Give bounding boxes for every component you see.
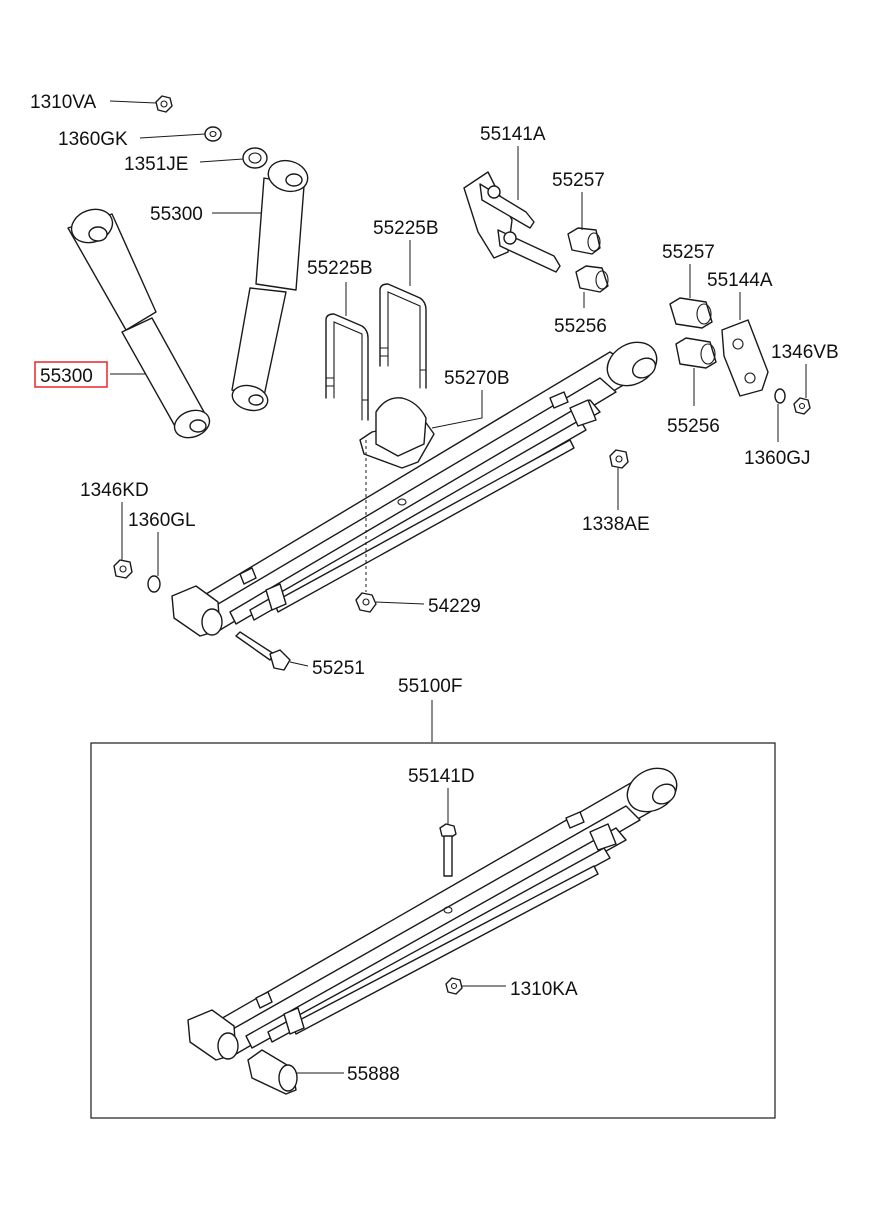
shock-absorber-right[interactable] (230, 156, 312, 414)
shock-absorber-left[interactable] (67, 204, 214, 443)
washer-1360GL[interactable] (147, 575, 161, 593)
washer-1360GK[interactable] (204, 126, 222, 142)
label-55256-a[interactable]: 55256 (554, 316, 607, 337)
washer-1351JE[interactable] (242, 147, 268, 169)
label-55251[interactable]: 55251 (312, 658, 365, 679)
label-55225B-b[interactable]: 55225B (373, 218, 439, 239)
leaf-spring-main[interactable] (171, 334, 665, 637)
label-1351JE[interactable]: 1351JE (124, 154, 188, 175)
shackle-plate-55144A[interactable] (721, 319, 769, 397)
nut-1310KA[interactable] (445, 977, 463, 995)
leader-lines (109, 100, 807, 742)
bushing-55257-a[interactable] (567, 227, 601, 255)
label-55888[interactable]: 55888 (347, 1064, 400, 1085)
label-1360GK[interactable]: 1360GK (58, 129, 128, 150)
leader-lines-box (296, 788, 506, 1074)
leaf-spring-assembly-55100F[interactable] (187, 760, 685, 1061)
washer-1360GJ[interactable] (774, 388, 786, 404)
label-55256-b[interactable]: 55256 (667, 416, 720, 437)
u-bolt-55225B-right[interactable] (379, 283, 427, 389)
label-55257-b[interactable]: 55257 (662, 242, 715, 263)
label-1338AE[interactable]: 1338AE (582, 514, 650, 535)
bushing-55888[interactable] (247, 1049, 298, 1095)
nut-1346KD[interactable] (113, 559, 133, 579)
nut-1310VA[interactable] (155, 95, 173, 113)
label-1360GJ[interactable]: 1360GJ (744, 448, 811, 469)
shackle-55141A[interactable] (463, 171, 561, 273)
label-55141A[interactable]: 55141A (480, 124, 546, 145)
label-55257-a[interactable]: 55257 (552, 170, 605, 191)
nut-1338AE[interactable] (609, 449, 629, 469)
label-1346VB[interactable]: 1346VB (771, 342, 839, 363)
highlight-frame (34, 361, 108, 388)
label-1360GL[interactable]: 1360GL (128, 510, 196, 531)
nut-54229[interactable] (355, 592, 377, 613)
bump-stop-55270B[interactable] (359, 397, 435, 469)
label-55300-right-shock[interactable]: 55300 (150, 204, 203, 225)
label-1346KD[interactable]: 1346KD (80, 480, 149, 501)
bushing-55257-b[interactable] (669, 297, 713, 329)
label-55225B-a[interactable]: 55225B (307, 258, 373, 279)
u-bolt-55225B-left[interactable] (325, 313, 369, 421)
nut-1346VB[interactable] (793, 397, 811, 415)
bolt-55251[interactable] (235, 631, 291, 671)
label-54229[interactable]: 54229 (428, 596, 481, 617)
label-55100F[interactable]: 55100F (398, 676, 462, 697)
label-1310VA[interactable]: 1310VA (30, 92, 97, 113)
bushing-55256-a[interactable] (575, 265, 609, 293)
label-55141D[interactable]: 55141D (408, 766, 475, 787)
label-1310KA[interactable]: 1310KA (510, 979, 578, 1000)
bushing-55256-b[interactable] (675, 337, 717, 369)
spring-assembly-box (90, 742, 776, 1119)
label-55300-left-shock[interactable]: 55300 (40, 366, 93, 387)
label-55270B[interactable]: 55270B (444, 368, 510, 389)
label-55144A[interactable]: 55144A (707, 270, 773, 291)
bolt-55141D[interactable] (439, 823, 457, 877)
